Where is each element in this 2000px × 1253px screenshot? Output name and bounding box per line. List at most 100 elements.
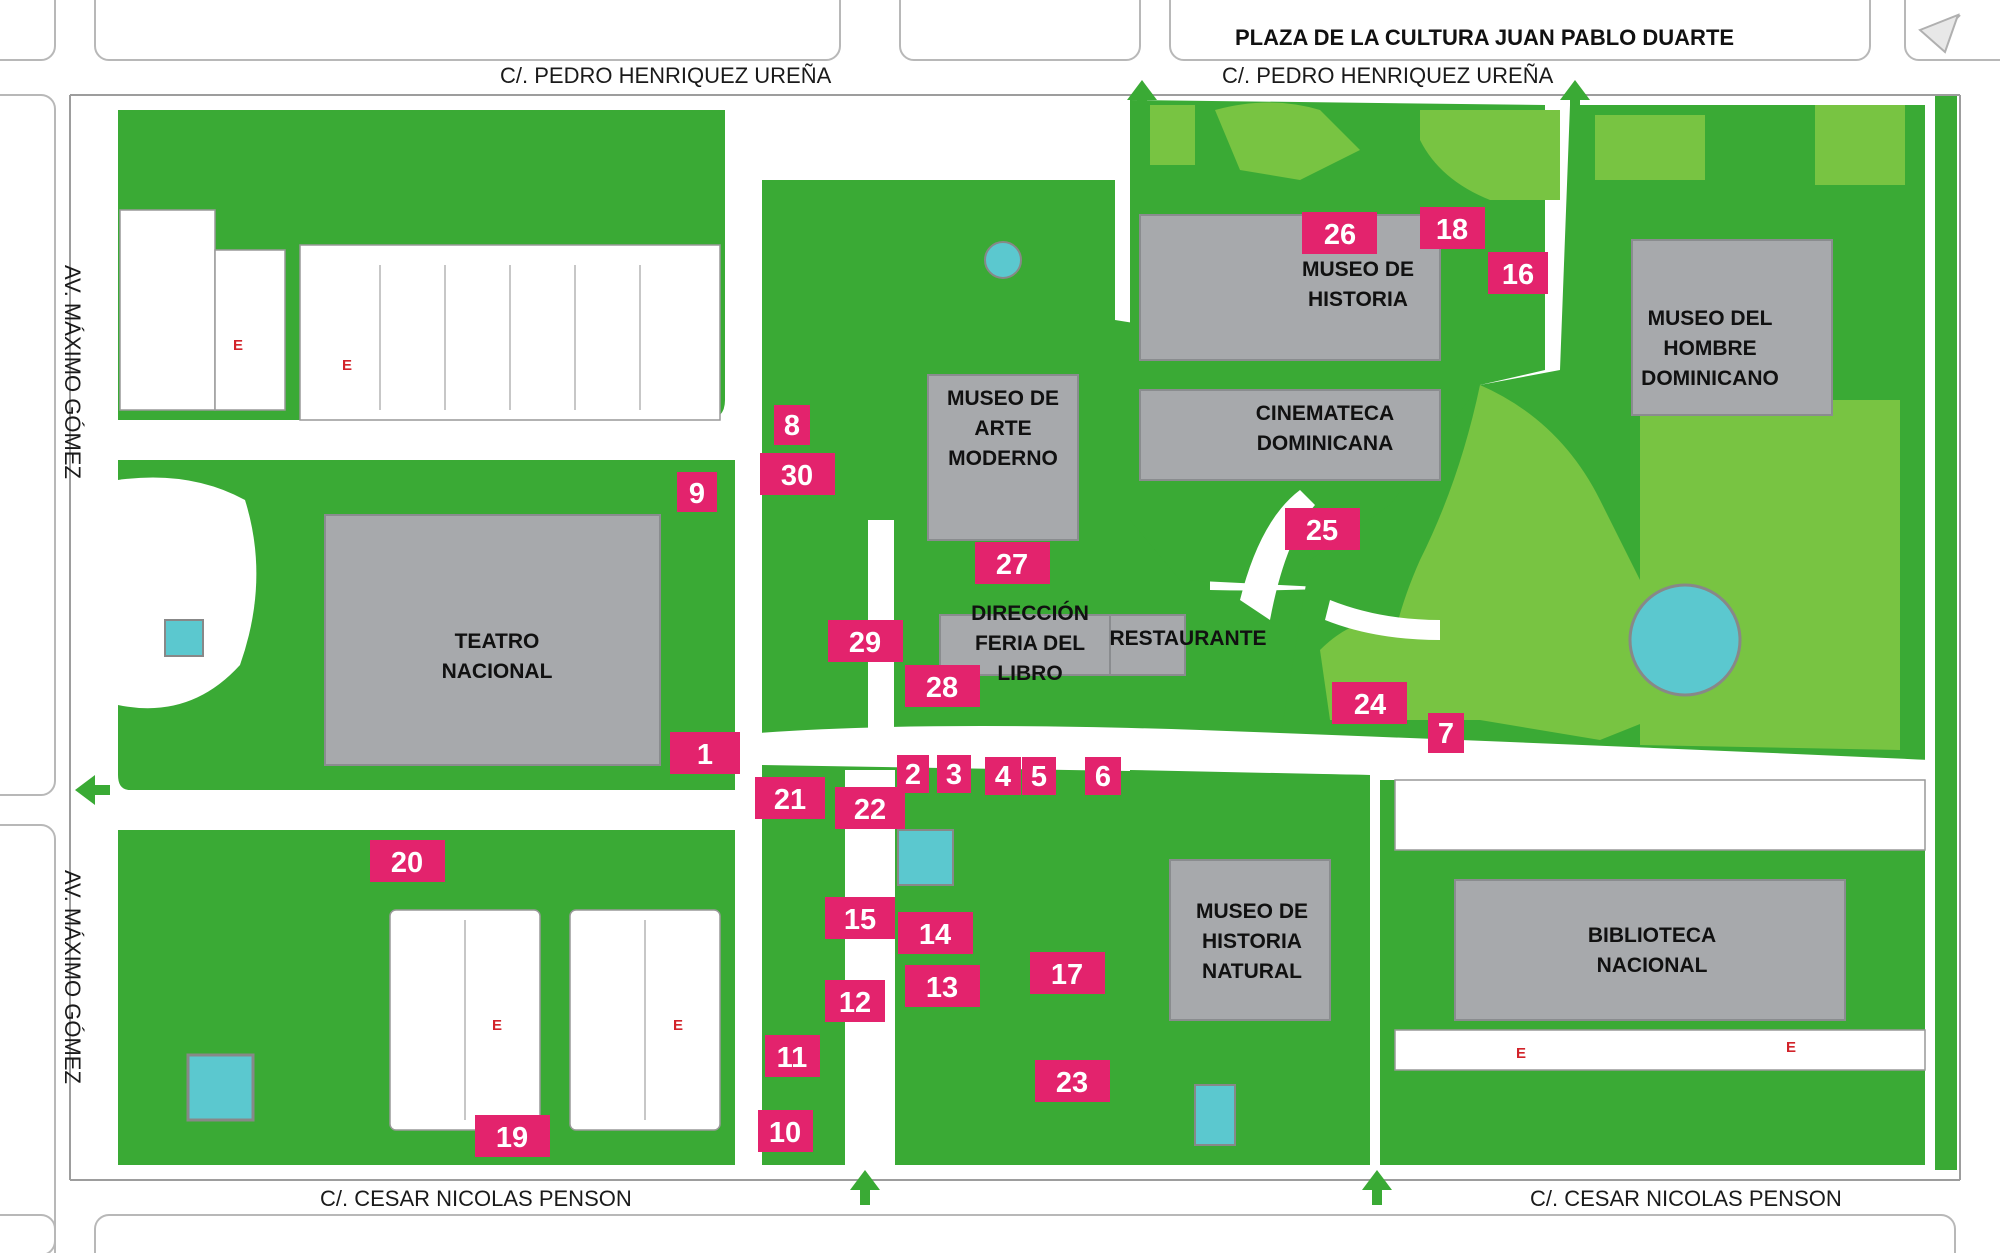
parking-e-4: E	[673, 1017, 683, 1034]
restaurante-building	[1109, 614, 1186, 676]
marker-5[interactable]: 5	[1022, 757, 1056, 795]
marker-11[interactable]: 11	[765, 1035, 820, 1077]
marker-6[interactable]: 6	[1085, 757, 1121, 795]
svg-text:15: 15	[844, 904, 876, 936]
svg-text:9: 9	[689, 478, 705, 510]
museo-hombre-building	[1631, 239, 1833, 416]
water-features	[164, 241, 1742, 1146]
marker-20[interactable]: 20	[370, 840, 445, 882]
entrance-arrow-north-west	[1127, 80, 1157, 115]
svg-text:1: 1	[697, 739, 713, 771]
fountain-arte	[984, 241, 1022, 279]
marker-10[interactable]: 10	[758, 1110, 813, 1152]
svg-text:22: 22	[854, 794, 886, 826]
marker-21[interactable]: 21	[755, 777, 825, 819]
entrance-arrow-west	[75, 775, 110, 805]
marker-2[interactable]: 2	[897, 755, 929, 793]
marker-17[interactable]: 17	[1030, 952, 1105, 994]
plaza-title: PLAZA DE LA CULTURA JUAN PABLO DUARTE	[1235, 25, 1734, 50]
street-cesar-nicolas-penson-west: C/. CESAR NICOLAS PENSON	[320, 1186, 632, 1211]
marker-18[interactable]: 18	[1420, 207, 1485, 249]
museo-historia-building	[1139, 214, 1441, 361]
marker-27[interactable]: 27	[975, 542, 1050, 584]
street-maximo-gomez-south: AV. MÁXIMO GÓMEZ	[60, 870, 85, 1084]
svg-text:3: 3	[946, 759, 962, 791]
fountain-hombre	[1628, 583, 1742, 697]
paths	[95, 95, 1930, 1175]
street-maximo-gomez-north: AV. MÁXIMO GÓMEZ	[60, 265, 85, 479]
main-promenade	[735, 726, 1930, 782]
marker-28[interactable]: 28	[905, 665, 980, 707]
marker-12[interactable]: 12	[825, 980, 885, 1022]
marker-14[interactable]: 14	[898, 912, 973, 954]
cinemateca-building	[1139, 389, 1441, 481]
svg-text:8: 8	[784, 410, 800, 442]
svg-text:23: 23	[1056, 1067, 1088, 1099]
marker-25[interactable]: 25	[1285, 508, 1360, 550]
svg-text:29: 29	[849, 627, 881, 659]
teatro-nacional-building	[324, 514, 661, 766]
parking-lot-biblioteca-north	[1394, 779, 1926, 851]
svg-text:21: 21	[774, 784, 806, 816]
parking-e-2: E	[342, 357, 352, 374]
marker-19[interactable]: 19	[475, 1115, 550, 1157]
svg-text:27: 27	[996, 549, 1028, 581]
svg-text:17: 17	[1051, 959, 1083, 991]
parking-e-3: E	[492, 1017, 502, 1034]
marker-15[interactable]: 15	[825, 897, 895, 939]
numbered-markers: 1 2 3 4 5 6 7 8 9 10 11 12 13 14 15 16 1…	[370, 207, 1548, 1157]
marker-8[interactable]: 8	[774, 405, 810, 445]
parking-lot-nw-b	[214, 249, 286, 411]
pond-natural	[1194, 1084, 1236, 1146]
entrance-arrows	[75, 80, 1590, 1205]
marker-26[interactable]: 26	[1302, 212, 1377, 254]
marker-9[interactable]: 9	[677, 472, 717, 512]
marker-16[interactable]: 16	[1488, 252, 1548, 294]
biblioteca-nacional-building	[1454, 879, 1846, 1021]
marker-29[interactable]: 29	[828, 620, 903, 662]
parking-e-1: E	[233, 337, 243, 354]
svg-text:5: 5	[1031, 761, 1047, 793]
fountain-southwest	[186, 1053, 255, 1122]
marker-4[interactable]: 4	[985, 757, 1021, 795]
entrance-arrow-south-central	[850, 1170, 880, 1205]
svg-text:14: 14	[919, 919, 951, 951]
marker-22[interactable]: 22	[835, 787, 905, 829]
svg-text:6: 6	[1095, 761, 1111, 793]
marker-13[interactable]: 13	[905, 965, 980, 1007]
museo-historia-natural-building	[1169, 859, 1331, 1021]
svg-text:2: 2	[905, 759, 921, 791]
street-pedro-henriquez-east: C/. PEDRO HENRIQUEZ UREÑA	[1222, 63, 1554, 88]
svg-text:19: 19	[496, 1122, 528, 1154]
parking-lot-nw-a	[119, 209, 216, 411]
parking-lot-biblioteca	[1394, 1029, 1926, 1071]
svg-text:28: 28	[926, 672, 958, 704]
marker-3[interactable]: 3	[937, 755, 971, 793]
marker-30[interactable]: 30	[760, 453, 835, 495]
svg-text:16: 16	[1502, 259, 1534, 291]
road-edges	[69, 94, 1961, 1181]
marker-7[interactable]: 7	[1428, 713, 1464, 753]
feria-libro-building	[939, 614, 1111, 676]
street-cesar-nicolas-penson-east: C/. CESAR NICOLAS PENSON	[1530, 1186, 1842, 1211]
marker-23[interactable]: 23	[1035, 1060, 1110, 1102]
street-pedro-henriquez-west: C/. PEDRO HENRIQUEZ UREÑA	[500, 63, 832, 88]
svg-text:4: 4	[995, 761, 1011, 793]
svg-text:18: 18	[1436, 214, 1468, 246]
svg-text:25: 25	[1306, 515, 1338, 547]
parking-lots	[119, 209, 1926, 1131]
marker-1[interactable]: 1	[670, 732, 740, 774]
svg-text:30: 30	[781, 460, 813, 492]
marker-24[interactable]: 24	[1332, 682, 1407, 724]
svg-text:13: 13	[926, 972, 958, 1004]
